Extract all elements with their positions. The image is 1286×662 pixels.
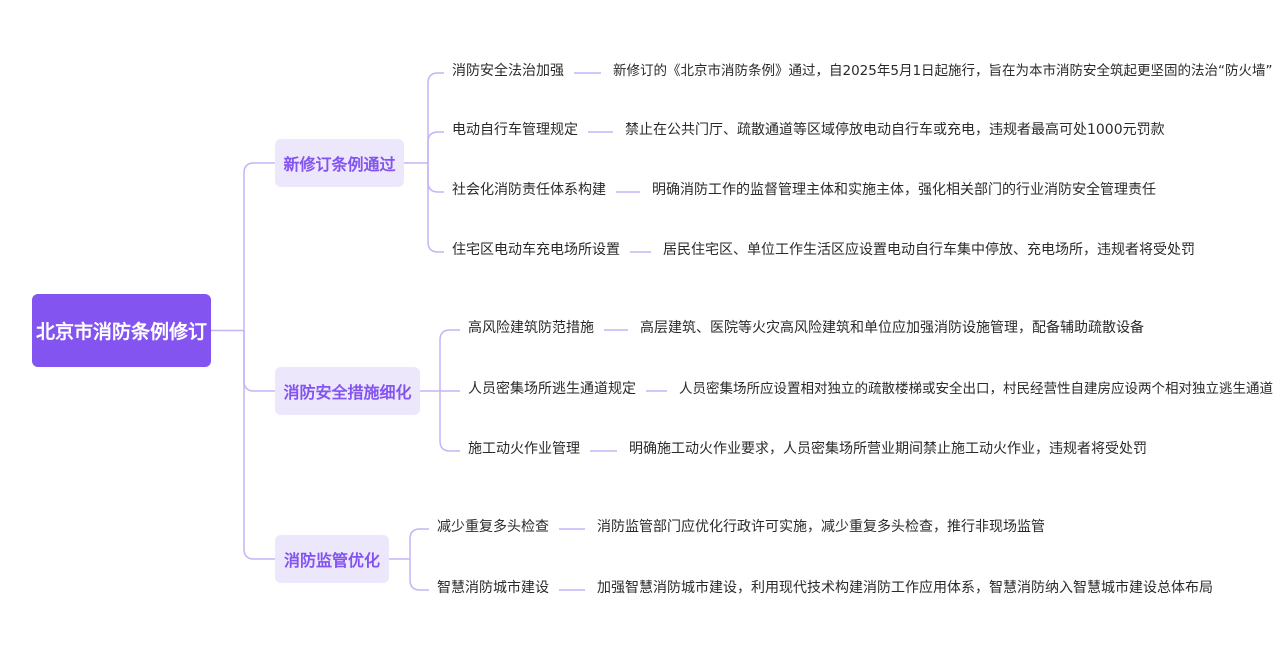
detail-label: 明确施工动火作业要求，人员密集场所营业期间禁止施工动火作业，违规者将受处罚 xyxy=(629,441,1147,457)
topic-connector xyxy=(439,391,460,452)
topic-connector xyxy=(427,163,444,253)
topic-label[interactable]: 消防安全法治加强 xyxy=(452,63,564,79)
detail-label: 新修订的《北京市消防条例》通过，自2025年5月1日起施行，旨在为本市消防安全筑… xyxy=(613,63,1273,79)
topic-label[interactable]: 减少重复多头检查 xyxy=(437,519,549,535)
detail-label: 居民住宅区、单位工作生活区应设置电动自行车集中停放、充电场所，违规者将受处罚 xyxy=(663,242,1195,258)
topic-label[interactable]: 施工动火作业管理 xyxy=(468,441,580,457)
detail-label: 消防监管部门应优化行政许可实施，减少重复多头检查，推行非现场监管 xyxy=(597,519,1045,535)
trunk-connector xyxy=(243,330,275,392)
topic-connector xyxy=(427,131,444,163)
branch-node-safety-measures[interactable]: 消防安全措施细化 xyxy=(275,367,420,415)
topic-connector xyxy=(409,528,429,559)
detail-label: 禁止在公共门厅、疏散通道等区域停放电动自行车或充电，违规者最高可处1000元罚款 xyxy=(625,122,1165,138)
topic-connector xyxy=(439,329,460,391)
trunk-connector xyxy=(243,162,275,331)
trunk-connector xyxy=(243,330,275,560)
topic-connector xyxy=(427,72,444,163)
topic-label[interactable]: 社会化消防责任体系构建 xyxy=(452,182,606,198)
topic-connector xyxy=(427,163,444,193)
detail-label: 明确消防工作的监督管理主体和实施主体，强化相关部门的行业消防安全管理责任 xyxy=(652,182,1156,198)
topic-label[interactable]: 电动自行车管理规定 xyxy=(452,122,578,138)
root-node[interactable]: 北京市消防条例修订 xyxy=(32,294,211,367)
topic-connector xyxy=(409,559,429,591)
topic-label[interactable]: 高风险建筑防范措施 xyxy=(468,320,594,336)
topic-label[interactable]: 人员密集场所逃生通道规定 xyxy=(468,381,636,397)
topic-label[interactable]: 智慧消防城市建设 xyxy=(437,580,549,596)
branch-node-supervision[interactable]: 消防监管优化 xyxy=(275,535,389,583)
topic-label[interactable]: 住宅区电动车充电场所设置 xyxy=(452,242,620,258)
branch-node-new-regulation[interactable]: 新修订条例通过 xyxy=(275,139,404,187)
detail-label: 高层建筑、医院等火灾高风险建筑和单位应加强消防设施管理，配备辅助疏散设备 xyxy=(640,320,1144,336)
detail-label: 加强智慧消防城市建设，利用现代技术构建消防工作应用体系，智慧消防纳入智慧城市建设… xyxy=(597,580,1213,596)
detail-label: 人员密集场所应设置相对独立的疏散楼梯或安全出口，村民经营性自建房应设两个相对独立… xyxy=(679,381,1273,397)
